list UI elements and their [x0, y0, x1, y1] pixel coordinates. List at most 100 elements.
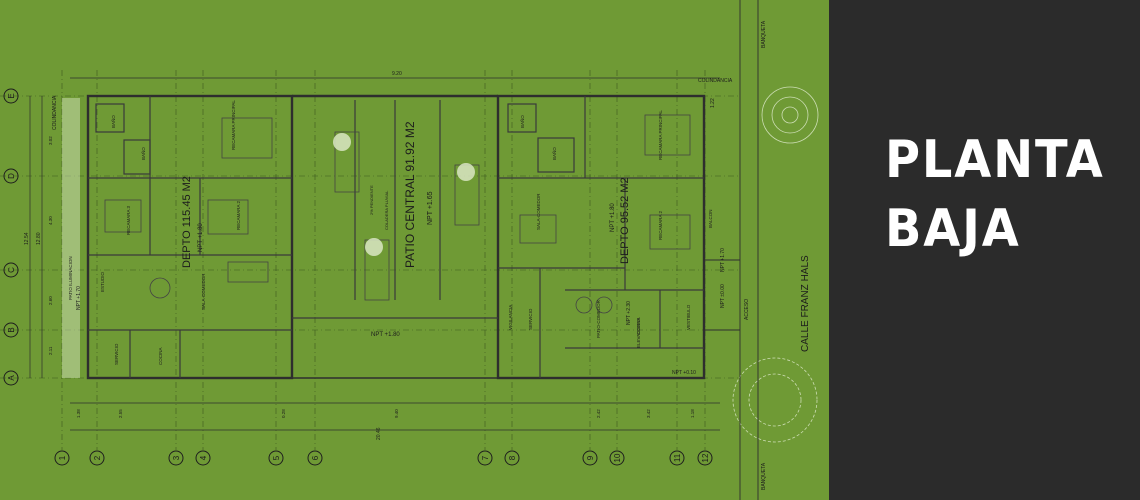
dim-bottom-part: 1.38	[76, 409, 81, 418]
room-label-right: SERVICIO	[528, 308, 533, 330]
grid-row-bubble	[3, 88, 19, 104]
grid-col-bubble	[477, 450, 493, 466]
room-label-left: SALA-COMEDOR	[201, 273, 206, 310]
floor-plan-svg: PATIO CENTRAL 91.92 M2 NPT +1.65 NPT +1.…	[0, 0, 819, 500]
dim-bottom-part: 9.40	[394, 409, 399, 418]
dim-bottom-part: 3.42	[646, 409, 651, 418]
slope-note: 2% PENDIENTE	[369, 185, 374, 215]
street-name: CALLE FRANZ HALS	[800, 255, 811, 352]
room-label-right: COCINA	[636, 317, 641, 335]
room-label-right: ELEVADORES	[636, 318, 641, 348]
grid-col-label: 9	[586, 455, 595, 460]
grid-col-label: 6	[311, 455, 320, 460]
dim-left-part: 2.60	[48, 296, 53, 305]
grid-col-label: 7	[481, 455, 490, 460]
grid-col-bubble	[609, 450, 625, 466]
acceso-label: ACCESO	[744, 299, 750, 320]
title-line-2: BAJA	[885, 199, 1021, 259]
dim-left-part: 4.30	[48, 216, 53, 225]
rooms-right: RECAMARA PRINCIPAL SALA-COMEDOR RECAMARA 2…	[508, 110, 713, 348]
interior-walls	[88, 96, 704, 378]
dim-left-inner: 12.80	[36, 232, 42, 245]
street-edges	[705, 0, 759, 500]
room-label-right: VESTIBULO	[686, 304, 691, 330]
title-line-1: PLANTA	[885, 130, 1105, 190]
patio-level: NPT +1.65	[427, 191, 434, 225]
depto-right-level: NPT +1.80	[610, 203, 616, 232]
room-label-left: RECAMARA PRINCIPAL	[231, 100, 236, 150]
grid-col-bubble	[307, 450, 323, 466]
dim-bottom-part: 0.28	[281, 409, 286, 418]
depto-right-name: DEPTO 95.52 M2	[619, 177, 631, 264]
grid-row-label: D	[7, 173, 16, 179]
dim-left-outer: 12.54	[24, 232, 30, 245]
colindancia-left: COLINDANCIA	[52, 95, 58, 130]
grid-col-label: 8	[508, 455, 517, 460]
grid-col-bubble	[697, 450, 713, 466]
vegetation	[62, 98, 475, 378]
depto-left-name: DEPTO 115.45 M2	[181, 176, 193, 268]
grid-col-bubble	[582, 450, 598, 466]
patio-ramp-level: NPT +1.80	[371, 332, 400, 338]
room-label-right: RECAMARA PRINCIPAL	[658, 110, 663, 160]
grid-row-bubble	[3, 370, 19, 386]
coladera-note: COLADERA PLUVIAL	[384, 190, 389, 230]
grid-col-label: 2	[93, 455, 102, 460]
grid-col-bubble	[669, 450, 685, 466]
room-label-right: BAÑO	[551, 147, 557, 160]
room-label-right: PATIO-COMEDOR	[596, 299, 601, 338]
room-label-left: RECAMARA 2	[236, 200, 241, 230]
npt-entry: NPT +0.10	[672, 370, 696, 376]
room-label-right: RECAMARA 2	[658, 210, 663, 240]
grid-col-bubble	[195, 450, 211, 466]
grid-col-label: 10	[613, 453, 622, 462]
banqueta-bottom: BANQUETA	[761, 462, 767, 490]
room-label-left: BAÑO	[110, 115, 116, 128]
grid-col-label: 11	[673, 453, 682, 462]
room-label-left: RECAMARA 3	[126, 205, 131, 235]
grid-col-bubble	[89, 450, 105, 466]
grid-row-bubble	[3, 262, 19, 278]
grid-row-bubble	[3, 168, 19, 184]
npt-cocina-right: NPT +2.30	[626, 301, 632, 325]
grid-col-bubble	[504, 450, 520, 466]
npt-balcon: NPT +1.70	[720, 248, 726, 272]
title-panel: PLANTA BAJA	[829, 0, 1140, 500]
grid-col-label: 12	[701, 453, 710, 462]
npt-left-small: NPT +1.70	[76, 286, 82, 310]
floor-plan-drawing: PATIO CENTRAL 91.92 M2 NPT +1.65 NPT +1.…	[0, 0, 829, 500]
trees	[732, 86, 819, 443]
depto-left-level: NPT +1.80	[198, 223, 204, 252]
room-label-right: BAÑO	[519, 115, 525, 128]
grid-col-bubble	[268, 450, 284, 466]
dim-bottom-main: 20.46	[376, 427, 382, 440]
dim-top-main: 9.20	[392, 71, 402, 77]
grid-col-label: 5	[272, 455, 281, 460]
banqueta-top: BANQUETA	[761, 20, 767, 48]
grid-col-bubble	[54, 450, 70, 466]
room-label-right: SALA-COMEDOR	[536, 193, 541, 230]
grid-row-label: C	[7, 267, 16, 273]
grid-row-label: E	[7, 93, 16, 98]
grid-row-label: B	[7, 327, 16, 332]
room-label-left: PATIO ILUMINACION	[68, 256, 73, 300]
grid-col-bubble	[168, 450, 184, 466]
grid-col-label: 3	[172, 455, 181, 460]
room-label-left: COCINA	[158, 347, 163, 365]
grid-col-label: 1	[58, 455, 67, 460]
dim-bottom-part: 1.18	[690, 409, 695, 418]
building-walls	[86, 94, 706, 380]
room-label-left: SERVICIO	[114, 343, 119, 365]
npt-zero: NPT ±0.00	[720, 284, 726, 308]
room-label-right: VIGILANCIA	[508, 305, 513, 330]
grid-col-label: 4	[199, 455, 208, 460]
dim-bottom-part: 2.55	[118, 409, 123, 418]
dim-left-part: 2.11	[48, 346, 53, 355]
room-label-right: BALCON	[708, 209, 713, 228]
grid-row-bubble	[3, 322, 19, 338]
room-label-left: BAÑO	[140, 147, 146, 160]
dim-left-part: 3.02	[48, 136, 53, 145]
rooms-left: RECAMARA PRINCIPAL RECAMARA 3 RECAMARA 2 BA…	[68, 100, 241, 365]
